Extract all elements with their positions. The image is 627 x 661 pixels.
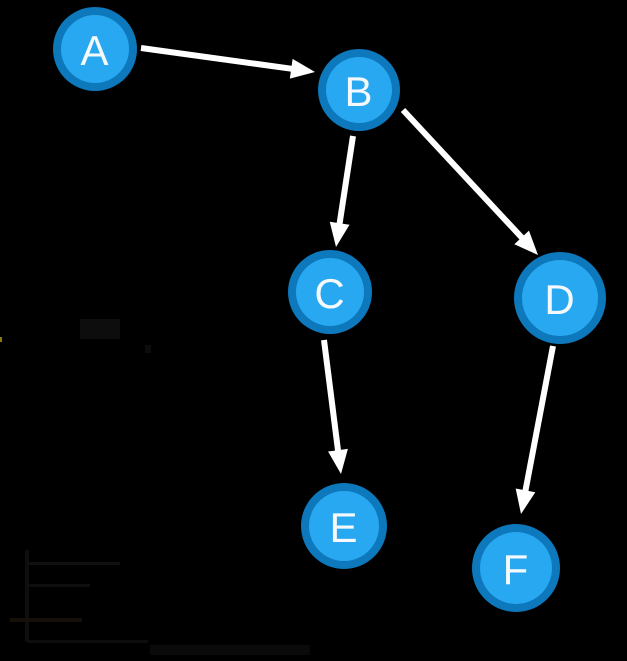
edge-line — [400, 107, 532, 248]
edge-line — [140, 45, 303, 74]
edge-A-B — [140, 45, 315, 79]
screen-artifact — [28, 562, 120, 565]
edge-B-C — [329, 135, 356, 247]
edge-B-D — [400, 107, 538, 255]
node-circle — [61, 15, 129, 83]
arrowhead-icon — [289, 58, 315, 79]
arrowhead-icon — [515, 488, 536, 514]
node-circle — [296, 258, 364, 326]
screen-artifact — [10, 618, 82, 622]
node-label-F: F — [503, 546, 530, 593]
edge-line — [520, 345, 556, 502]
node-E[interactable]: E — [301, 483, 387, 569]
screen-artifact — [25, 550, 29, 642]
screen-artifact — [80, 319, 120, 339]
edge-line — [321, 339, 343, 462]
node-circle — [326, 57, 392, 123]
node-label-A: A — [80, 27, 109, 74]
arrowhead-icon — [514, 230, 538, 255]
node-F[interactable]: F — [472, 524, 560, 612]
node-C[interactable]: C — [288, 250, 372, 334]
screen-artifact — [0, 337, 2, 342]
node-circle — [522, 260, 598, 336]
node-D[interactable]: D — [514, 252, 606, 344]
node-B[interactable]: B — [318, 49, 400, 131]
node-label-E: E — [329, 504, 358, 551]
edge-C-E — [321, 339, 348, 474]
node-circle — [480, 532, 552, 604]
screen-artifact — [28, 640, 148, 643]
node-circle — [309, 491, 379, 561]
node-A[interactable]: A — [53, 7, 137, 91]
screen-artifact — [145, 345, 151, 353]
screen-artifact — [28, 584, 90, 587]
node-label-B: B — [344, 68, 373, 115]
screen-artifact — [150, 645, 310, 655]
edge-D-F — [515, 345, 556, 514]
arrowhead-icon — [329, 221, 350, 247]
edge-line — [335, 135, 356, 235]
arrowhead-icon — [328, 448, 348, 474]
node-label-C: C — [314, 270, 345, 317]
node-label-D: D — [544, 276, 575, 323]
